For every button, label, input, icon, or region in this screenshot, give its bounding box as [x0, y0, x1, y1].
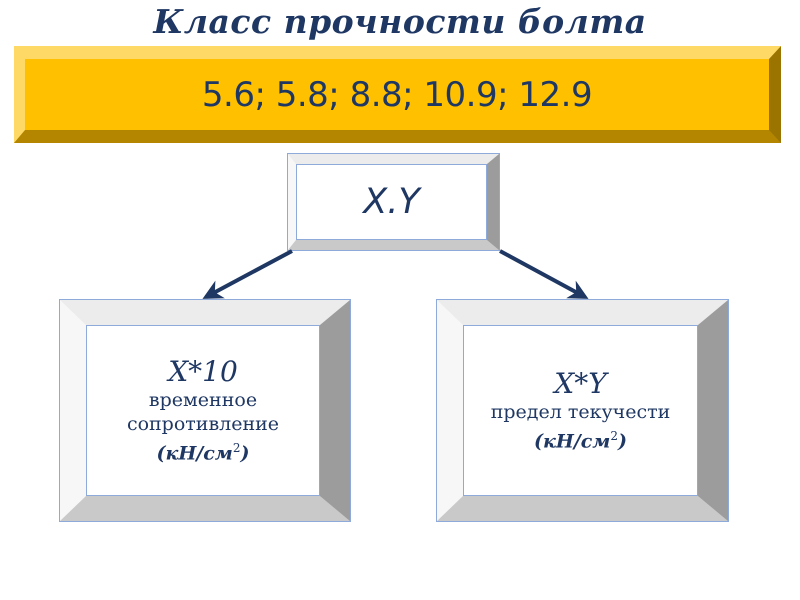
strength-classes-banner: 5.6; 5.8; 8.8; 10.9; 12.9 [14, 46, 781, 143]
yield-unit: (кН/см2) [533, 429, 627, 453]
arrow-to-left-box [202, 249, 293, 299]
tensile-desc-line1: временное [148, 389, 258, 412]
arrow-to-right-box [499, 249, 589, 299]
yield-desc: предел текучести [490, 401, 671, 424]
tensile-desc-line2: сопротивление [126, 413, 280, 436]
yield-formula: X*Y [554, 367, 607, 401]
tensile-unit: (кН/см2) [156, 441, 250, 465]
page-title: Класс прочности болта [153, 2, 647, 41]
yield-strength-box: X*Y предел текучести (кН/см2) [436, 299, 729, 522]
strength-classes-text: 5.6; 5.8; 8.8; 10.9; 12.9 [201, 74, 593, 115]
tensile-formula: X*10 [168, 355, 238, 389]
xy-label: X.Y [363, 182, 420, 222]
tensile-strength-box: X*10 временное сопротивление (кН/см2) [59, 299, 351, 522]
xy-box: X.Y [287, 153, 500, 251]
